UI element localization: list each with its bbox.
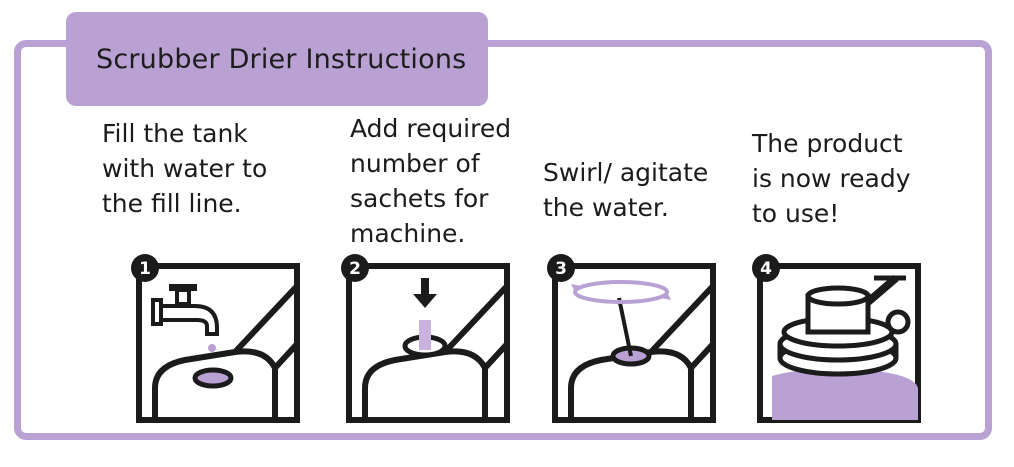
step-3-line: Swirl/ agitate xyxy=(543,158,709,187)
scrubber-machine-icon: 4 xyxy=(752,254,921,423)
step-1-number: 1 xyxy=(139,259,151,279)
sachet-into-tank-icon: 2 xyxy=(341,254,510,423)
step-4-number: 4 xyxy=(760,259,772,279)
tap-filling-tank-icon: 1 xyxy=(131,254,300,423)
step-2-line: Add required xyxy=(350,114,512,143)
step-1-line: Fill the tank xyxy=(102,119,248,148)
step-3-line: the water. xyxy=(543,193,669,222)
step-2-line: number of xyxy=(350,149,480,178)
step-4-line: to use! xyxy=(752,199,840,228)
step-2-number: 2 xyxy=(349,259,361,279)
step-1-line: the fill line. xyxy=(102,189,242,218)
step-2-line: sachets for xyxy=(350,184,489,213)
step-2-line: machine. xyxy=(350,219,466,248)
step-4-line: The product xyxy=(752,129,903,158)
step-4-line: is now ready xyxy=(752,164,911,193)
step-4-text: The product is now ready to use! xyxy=(752,126,911,231)
step-3-number: 3 xyxy=(555,259,567,279)
step-1-text: Fill the tank with water to the fill lin… xyxy=(102,116,267,221)
page-title: Scrubber Drier Instructions xyxy=(96,43,467,75)
step-1-line: with water to xyxy=(102,154,268,183)
swirl-water-icon: 3 xyxy=(547,254,716,423)
step-3-text: Swirl/ agitate the water. xyxy=(543,155,708,225)
title-tab: Scrubber Drier Instructions xyxy=(66,12,488,106)
step-2-text: Add required number of sachets for machi… xyxy=(350,111,511,251)
